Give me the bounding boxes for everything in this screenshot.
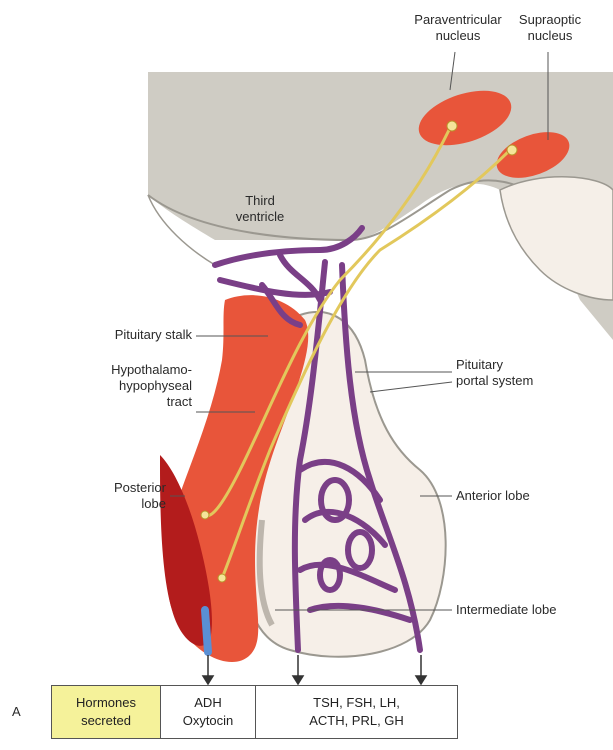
label-third-ventricle: Third ventricle: [220, 193, 300, 225]
hormones-secreted-header: Hormones secreted: [51, 685, 161, 739]
label-supraoptic-nucleus: Supraoptic nucleus: [500, 12, 600, 44]
posterior-hormones-cell: ADH Oxytocin: [160, 685, 256, 739]
axon-terminal: [447, 121, 457, 131]
label-anterior-lobe: Anterior lobe: [456, 488, 596, 504]
posterior-vein: [205, 610, 208, 652]
panel-letter: A: [12, 704, 32, 720]
axon-terminal: [218, 574, 226, 582]
label-intermediate-lobe: Intermediate lobe: [456, 602, 606, 618]
anterior-hormones-cell: TSH, FSH, LH, ACTH, PRL, GH: [255, 685, 458, 739]
optic-chiasm: [500, 177, 613, 300]
label-hypothalamo-hypophyseal-tract: Hypothalamo- hypophyseal tract: [40, 362, 192, 410]
axon-terminal: [507, 145, 517, 155]
axon-terminal: [201, 511, 209, 519]
label-pituitary-stalk: Pituitary stalk: [40, 327, 192, 343]
label-posterior-lobe: Posterior lobe: [60, 480, 166, 512]
label-pituitary-portal-system: Pituitary portal system: [456, 357, 596, 389]
